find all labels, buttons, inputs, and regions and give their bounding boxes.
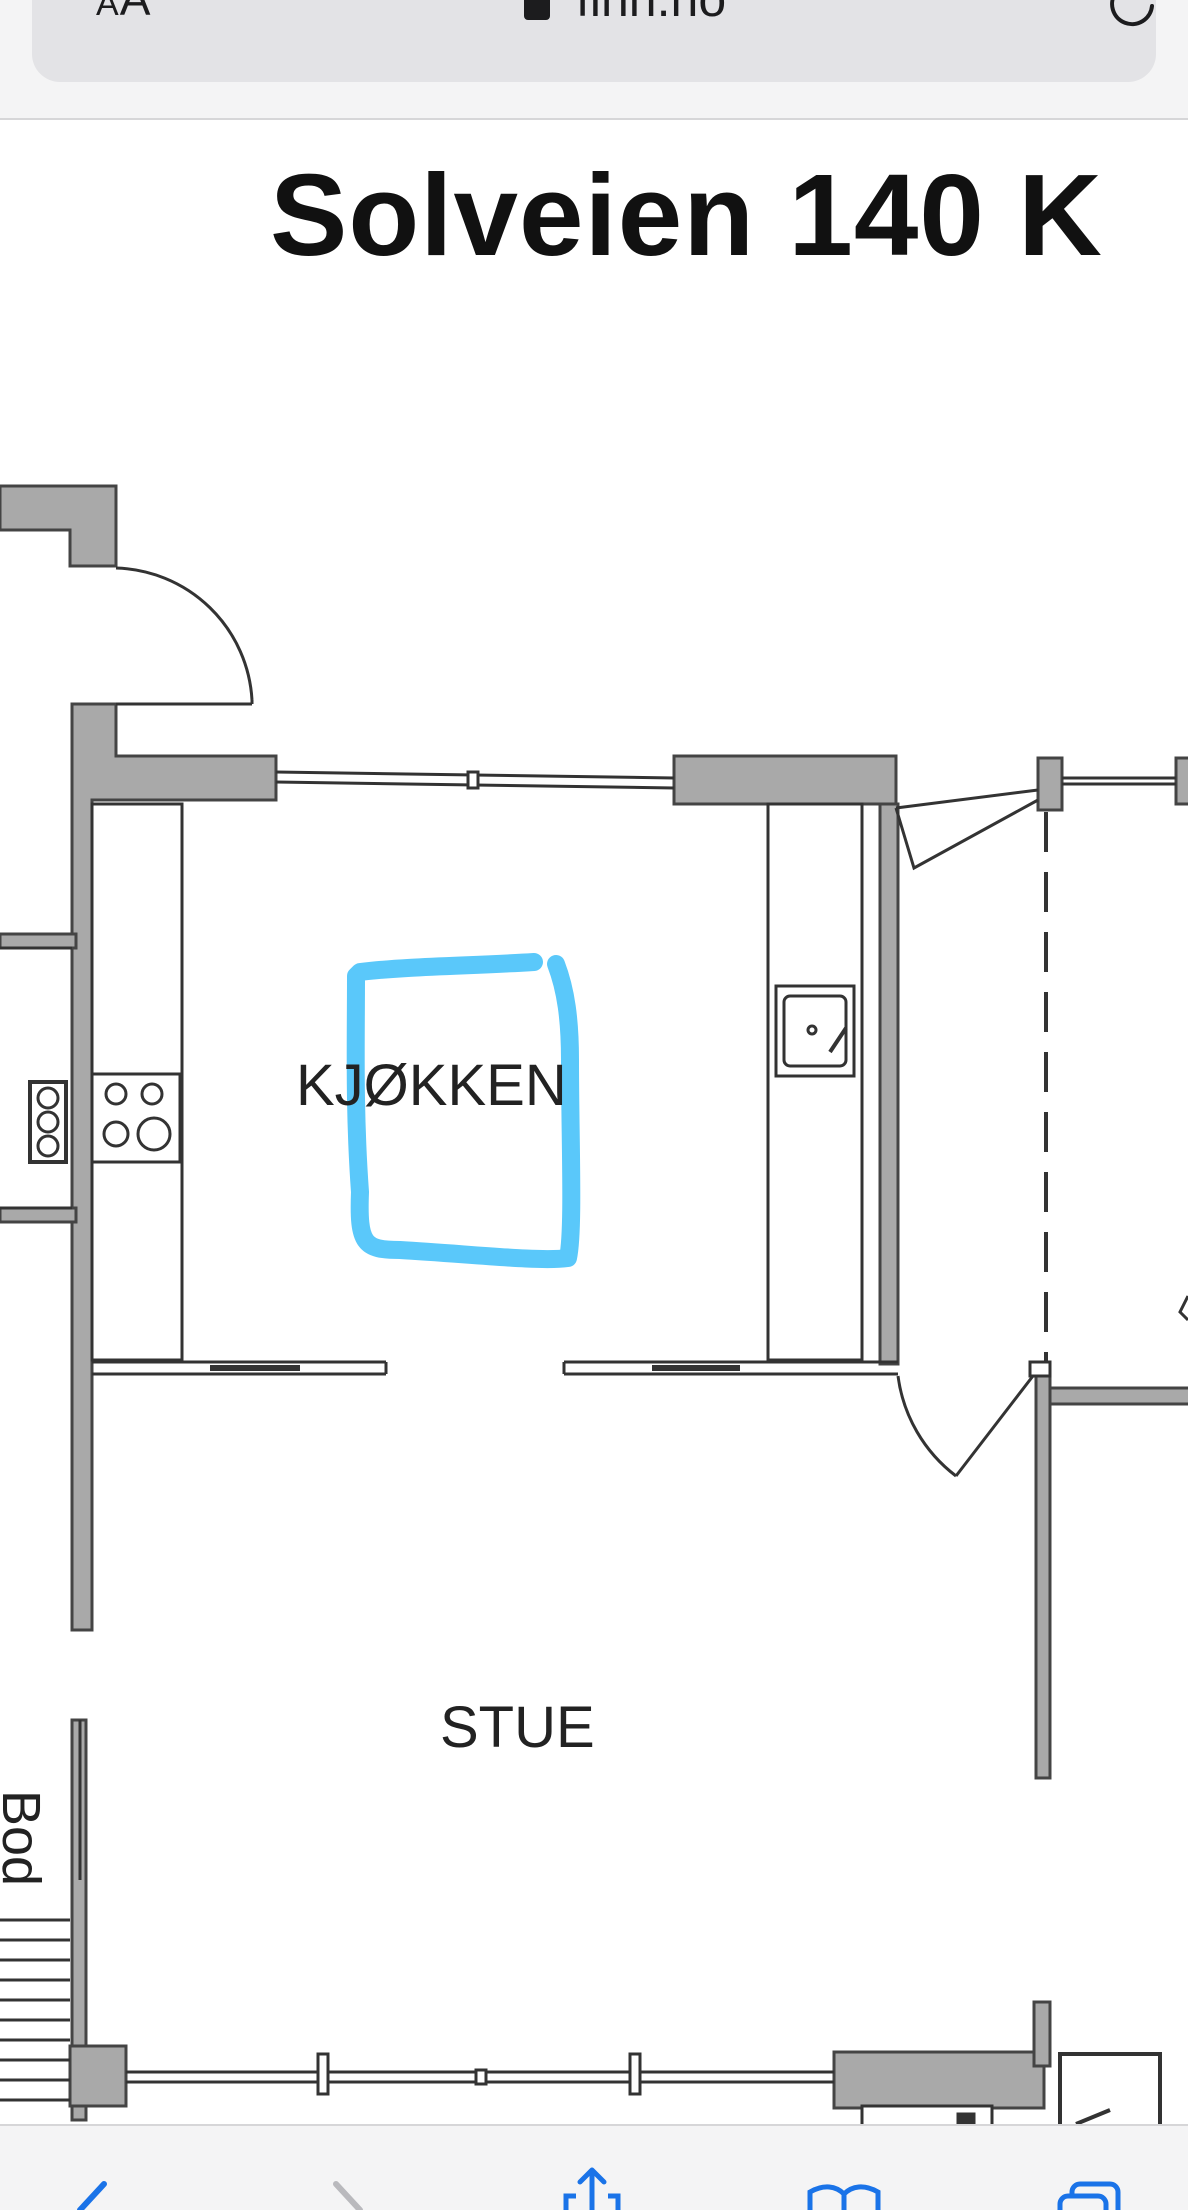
- room-label-living: STUE: [440, 1695, 595, 1760]
- tabs-icon[interactable]: [1054, 2126, 1134, 2210]
- room-label-kitchen: KJØKKEN: [296, 1053, 567, 1118]
- floor-plan: [0, 484, 1188, 2124]
- floor-plan-lines: [0, 566, 1188, 2124]
- annotation-highlight: [346, 953, 581, 1269]
- browser-top-bar: AA finn.no: [0, 0, 1188, 120]
- browser-bottom-toolbar: [0, 2124, 1188, 2210]
- forward-icon[interactable]: [320, 2126, 380, 2210]
- reload-icon[interactable]: [1108, 0, 1162, 30]
- text-size-label-small: A: [96, 0, 120, 23]
- floor-plan-walls: [0, 484, 1188, 2122]
- lock-icon: [524, 0, 550, 20]
- bookmarks-icon[interactable]: [804, 2126, 884, 2210]
- url-text[interactable]: finn.no: [576, 0, 726, 28]
- share-icon[interactable]: [556, 2126, 628, 2210]
- back-icon[interactable]: [60, 2126, 120, 2210]
- plan-title: Solveien 140 K: [270, 150, 1103, 280]
- text-size-label: A: [120, 0, 152, 25]
- text-size-button[interactable]: AA: [96, 0, 151, 26]
- address-bar[interactable]: AA finn.no: [32, 0, 1156, 82]
- room-label-side: Bod: [0, 1790, 51, 1887]
